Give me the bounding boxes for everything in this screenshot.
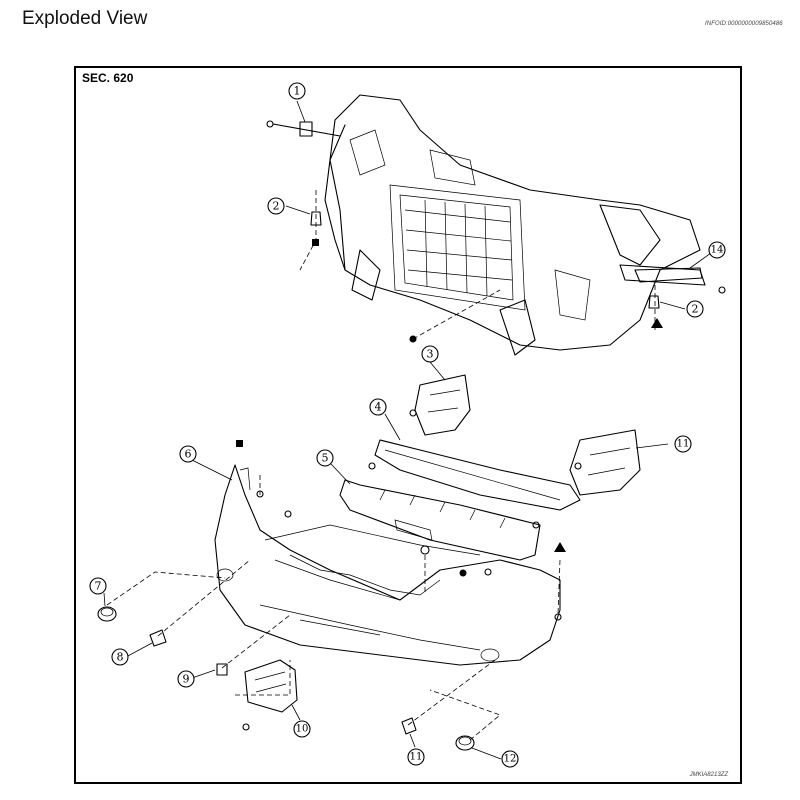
info-id: INFOID:0000000009850486: [705, 21, 783, 27]
clip-8: [149, 629, 167, 647]
svg-text:5: 5: [322, 452, 329, 465]
svg-text:3: 3: [427, 348, 434, 361]
page-title: Exploded View: [22, 8, 148, 29]
leader-lines: [103, 100, 712, 760]
fog-lamp-cap-12: [455, 735, 475, 751]
svg-text:11: 11: [410, 752, 423, 763]
svg-text:14: 14: [711, 245, 724, 256]
diagram-frame: SEC. 620 JMKIA8213ZZ: [74, 66, 742, 784]
svg-text:6: 6: [185, 448, 192, 461]
svg-text:9: 9: [183, 673, 190, 686]
svg-text:2: 2: [692, 303, 699, 316]
energy-absorber-5: [339, 479, 541, 561]
callout-5: 5: [316, 449, 334, 467]
callout-9: 9: [177, 670, 195, 688]
callout-4: 4: [369, 398, 387, 416]
clip-2-left: [310, 211, 322, 246]
bumper-bracket-3: [409, 374, 471, 436]
fastener-1: [266, 120, 341, 137]
callout-11-right: 11: [674, 435, 692, 453]
callout-12: 12: [501, 750, 519, 768]
figure-code: JMKIA8213ZZ: [689, 772, 728, 778]
callout-2-right: 2: [686, 300, 704, 318]
license-bracket-10: [242, 659, 298, 731]
callout-2-left: 2: [267, 197, 285, 215]
svg-text:11: 11: [677, 439, 690, 450]
radiator-core-support: [324, 94, 706, 356]
callout-8: 8: [111, 648, 129, 666]
callout-1: 1: [288, 82, 306, 100]
svg-text:1: 1: [294, 85, 301, 98]
callout-14: 14: [708, 241, 726, 259]
clip-2-right: [648, 295, 663, 328]
svg-text:10: 10: [296, 724, 309, 735]
bumper-fascia-6: [214, 440, 566, 666]
svg-text:8: 8: [117, 651, 124, 664]
callout-6: 6: [179, 445, 197, 463]
bracket-14: [634, 267, 726, 294]
callout-7: 7: [89, 577, 107, 595]
bumper-bracket-13: [532, 429, 641, 529]
clip-9: [216, 663, 228, 676]
svg-text:12: 12: [504, 754, 517, 765]
callout-11-bottom: 11: [407, 748, 425, 766]
svg-text:7: 7: [95, 580, 102, 593]
clip-11: [401, 717, 417, 735]
svg-text:2: 2: [273, 200, 280, 213]
fog-lamp-cap-7: [97, 606, 117, 622]
alignment-lines: [106, 190, 656, 741]
section-label: SEC. 620: [82, 71, 134, 85]
svg-text:4: 4: [375, 401, 382, 414]
callout-10: 10: [293, 720, 311, 738]
bumper-reinforcement-4: [368, 439, 581, 511]
callout-3: 3: [421, 345, 439, 363]
